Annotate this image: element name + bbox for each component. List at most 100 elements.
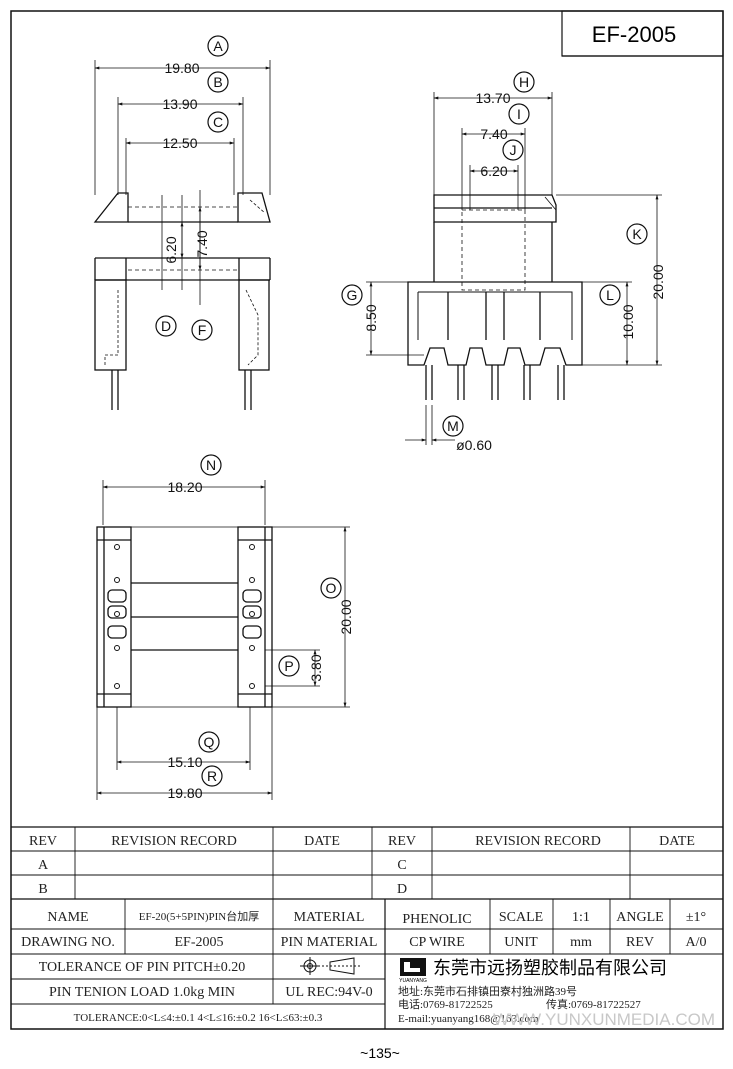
pin-material-value: CP WIRE [409, 935, 465, 950]
side-view [366, 92, 662, 445]
bubble-p-ring [278, 655, 300, 677]
dim-i-value: 7.40 [480, 126, 507, 142]
bubble-m: M [447, 418, 459, 434]
revision-table [11, 826, 723, 900]
name-value: EF-20(5+5PIN)PIN台加厚 [139, 909, 259, 923]
pin-holes [114, 544, 255, 689]
unit-label: UNIT [504, 935, 538, 950]
dim-n-value: 18.20 [167, 479, 202, 495]
sheet-border [10, 10, 724, 1030]
rev-row-a: A [38, 858, 49, 873]
dim-g-value: 8.50 [363, 304, 379, 331]
dim-c-value: 12.50 [162, 135, 197, 151]
bubble-f-ring [191, 319, 213, 341]
rev-header-1: REV [29, 834, 57, 849]
material-label: MATERIAL [294, 910, 365, 925]
part-number-box: EF-2005 [561, 10, 724, 57]
bubble-f: F [198, 322, 207, 338]
dim-p-value: 3.80 [308, 654, 324, 681]
bubble-q-ring [198, 731, 220, 753]
bubble-j-ring [502, 139, 524, 161]
company-email: E-mail:yuanyang168@163.com [398, 1013, 539, 1025]
dim-h-value: 13.70 [475, 90, 510, 106]
bubble-n: N [206, 457, 216, 473]
bubble-i-ring [508, 103, 530, 125]
bubble-j: J [510, 142, 517, 158]
drawing-no-label: DRAWING NO. [21, 935, 115, 950]
bubble-h-ring [513, 71, 535, 93]
tolerance-pitch: TOLERANCE OF PIN PITCH±0.20 [39, 960, 246, 975]
bubble-k-ring [626, 223, 648, 245]
callout-bubbles: A B C D F G HI J K L M N O P Q R [155, 35, 648, 787]
bubble-o: O [326, 580, 337, 596]
rev-label: REV [626, 935, 654, 950]
company-brand: YUANYANG [399, 978, 427, 984]
bubble-i: I [517, 106, 521, 122]
pin-material-label: PIN MATERIAL [281, 935, 378, 950]
bubble-q: Q [204, 734, 215, 750]
rev-header-2: REV [388, 834, 416, 849]
page-number: ~135~ [360, 1045, 400, 1061]
bubble-o-ring [320, 577, 342, 599]
dim-o-value: 20.00 [338, 599, 354, 634]
angle-value: ±1° [686, 910, 706, 925]
projection-symbol-icon [300, 957, 360, 975]
material-value: PHENOLIC [402, 912, 471, 927]
dim-q-value: 15.10 [167, 754, 202, 770]
bubble-m-ring [442, 415, 464, 437]
watermark: WWW.YUNXUNMEDIA.COM [493, 1010, 715, 1029]
info-table [11, 899, 723, 1029]
dim-r-value: 19.80 [167, 785, 202, 801]
ul-rec: UL REC:94V-0 [285, 985, 372, 1000]
rev-row-c: C [397, 858, 406, 873]
date-header-2: DATE [659, 834, 695, 849]
dim-j-value: 6.20 [480, 163, 507, 179]
unit-value: mm [570, 935, 592, 950]
dim-a-value: 19.80 [164, 60, 199, 76]
rev-value: A/0 [686, 935, 707, 950]
pin-tension: PIN TENION LOAD 1.0kg MIN [49, 985, 235, 1000]
rev-row-b: B [38, 882, 47, 897]
bubble-d: D [161, 318, 171, 334]
part-number: EF-2005 [592, 22, 676, 47]
angle-label: ANGLE [616, 910, 663, 925]
bubble-g-ring [341, 284, 363, 306]
revision-record-header-1: REVISION RECORD [111, 834, 237, 849]
company-logo-icon: YUANYANG [399, 958, 427, 984]
dim-f-value: 7.40 [194, 230, 210, 257]
dim-k-value: 20.00 [650, 264, 666, 299]
date-header-1: DATE [304, 834, 340, 849]
bubble-k: K [632, 226, 642, 242]
bubble-d-ring [155, 315, 177, 337]
bubble-r: R [207, 768, 217, 784]
dim-b-value: 13.90 [162, 96, 197, 112]
bottom-view [96, 480, 350, 800]
rev-row-d: D [397, 882, 407, 897]
bubble-a: A [213, 38, 223, 54]
dim-d-value: 6.20 [163, 236, 179, 263]
bubble-a-ring [207, 35, 229, 57]
bubble-c: C [213, 114, 223, 130]
bubble-g: G [347, 287, 358, 303]
scale-label: SCALE [499, 910, 543, 925]
bubble-b-ring [207, 71, 229, 93]
dim-l-value: 10.00 [620, 304, 636, 339]
dim-m-value: ø0.60 [456, 437, 492, 453]
name-label: NAME [47, 910, 88, 925]
bubble-l: L [606, 287, 614, 303]
bubble-p: P [284, 658, 293, 674]
bubble-c-ring [207, 111, 229, 133]
company-address: 地址:东莞市石排镇田寮村独洲路39号 [398, 984, 577, 998]
bubble-h: H [519, 74, 529, 90]
company-fax: 传真:0769-81722527 [546, 997, 641, 1011]
company-phone: 电话:0769-81722525 [398, 998, 493, 1011]
bubble-b: B [213, 74, 222, 90]
bubble-l-ring [599, 284, 621, 306]
scale-value: 1:1 [572, 910, 590, 925]
tolerance-ranges: TOLERANCE:0<L≤4:±0.1 4<L≤16:±0.2 16<L≤63… [74, 1012, 323, 1024]
revision-record-header-2: REVISION RECORD [475, 834, 601, 849]
bubble-r-ring [201, 765, 223, 787]
drawing-no-value: EF-2005 [175, 935, 224, 950]
company-name: 东莞市远扬塑胶制品有限公司 [433, 958, 667, 978]
